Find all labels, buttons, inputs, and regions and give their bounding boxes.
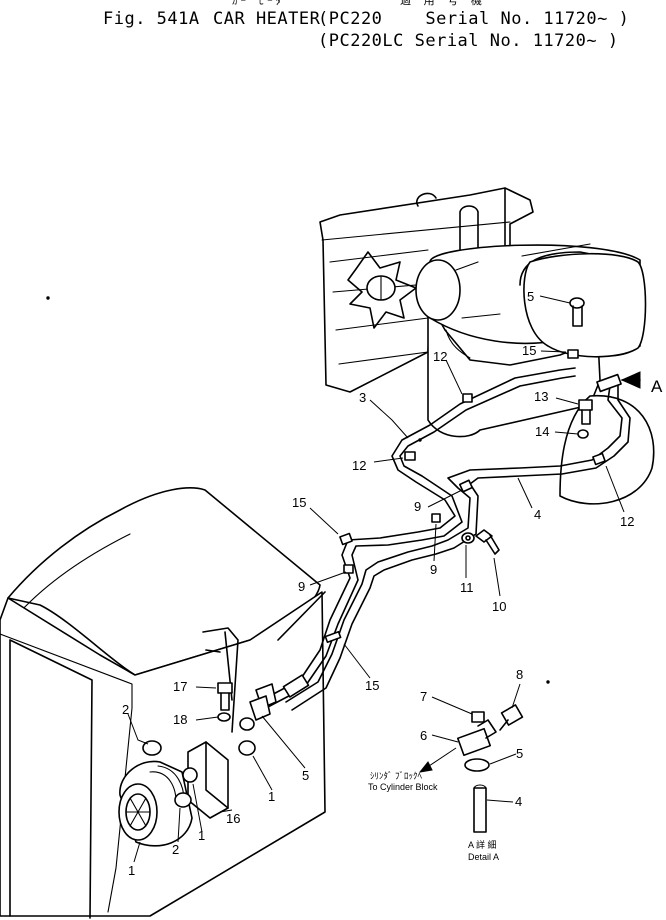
callout-5: 5 [527,289,534,304]
callout-12: 12 [352,458,366,473]
note-detail-jp: A 詳 細 [468,839,497,850]
hose-clamp [324,630,342,644]
fitting [569,297,585,327]
bolt [475,529,500,555]
nut [182,767,198,783]
detail-a-clamp [464,758,490,772]
callout-1: 1 [128,863,135,878]
callout-15: 15 [522,343,536,358]
hose-clamp [462,393,473,403]
callout-9: 9 [414,499,421,514]
callout-5: 5 [516,746,523,761]
fan [347,251,417,329]
callout-9: 9 [430,562,437,577]
nut [238,740,256,756]
elbow-fitting [596,373,622,393]
cap [142,740,162,756]
dot-mark [46,296,50,300]
hose-clamp [339,532,353,546]
callout-7: 7 [420,689,427,704]
to-cylinder-arrow-head [418,761,433,773]
hose-end [249,683,277,721]
callout-16: 16 [226,811,240,826]
callout-15: 15 [292,495,306,510]
callout-4: 4 [515,794,522,809]
hose-sleeve [282,674,310,698]
dot-mark [546,680,550,684]
header-applicability: 適 用 号 機 [400,0,485,7]
detail-a-fitting [499,704,524,731]
note-cylinder-jp: ｼﾘﾝﾀﾞ ﾌﾞﾛｯｸﾍ [370,771,423,781]
callout-1: 1 [198,828,205,843]
callout-9: 9 [298,579,305,594]
callout-10: 10 [492,599,506,614]
bolt [578,399,593,425]
serial-line-1: (PC220 Serial No. 11720~ ) [318,9,630,29]
callout-12: 12 [433,349,447,364]
callout-1: 1 [268,789,275,804]
hose-return [285,385,631,711]
hose-clamp [567,349,579,359]
leader-lines [127,295,625,863]
callout-13: 13 [534,389,548,404]
view-arrow-head [620,371,641,389]
detail-a-plug [471,711,485,723]
figure-title: CAR HEATER [213,9,321,29]
hose-clamp [592,452,606,466]
callout-3: 3 [359,390,366,405]
hose-clamp [458,479,474,493]
washer-hole [465,535,471,541]
washer [217,712,231,722]
callout-2: 2 [172,842,179,857]
cab-body [0,591,326,919]
callout-15: 15 [365,678,379,693]
callout-17: 17 [173,679,187,694]
callout-12: 12 [620,514,634,529]
heater-core [118,760,193,847]
callout-5: 5 [302,768,309,783]
callout-11: 11 [460,580,474,595]
figure-number: Fig. 541A [103,9,200,29]
washer [577,429,589,439]
hose-clamp [431,513,441,523]
callout-2: 2 [122,702,129,717]
serial-line-2: (PC220LC Serial No. 11720~ ) [318,31,619,51]
cab-roof [7,487,321,691]
muffler [523,252,647,358]
hex-bolt [217,682,233,711]
dot-mark [418,438,422,442]
callout-numbers: 5 15 12 3 13 14 12 12 4 9 15 9 11 10 9 1… [122,289,663,878]
callout-18: 18 [173,712,187,727]
header-kana: ｶｰ ﾋｰﾀ [232,0,285,7]
nut [239,717,255,731]
note-cylinder-en: To Cylinder Block [368,782,438,792]
callout-8: 8 [516,667,523,682]
hose-clamp [343,564,354,574]
callout-14: 14 [535,424,549,439]
detail-a-hose [473,784,487,833]
cap [174,792,192,808]
callout-6: 6 [420,728,427,743]
hose-clamp [404,451,416,461]
view-marker: A [651,377,663,396]
detail-a-valve [456,719,497,757]
note-detail-en: Detail A [468,852,499,862]
hose-supply [261,367,576,709]
callout-4: 4 [534,507,541,522]
